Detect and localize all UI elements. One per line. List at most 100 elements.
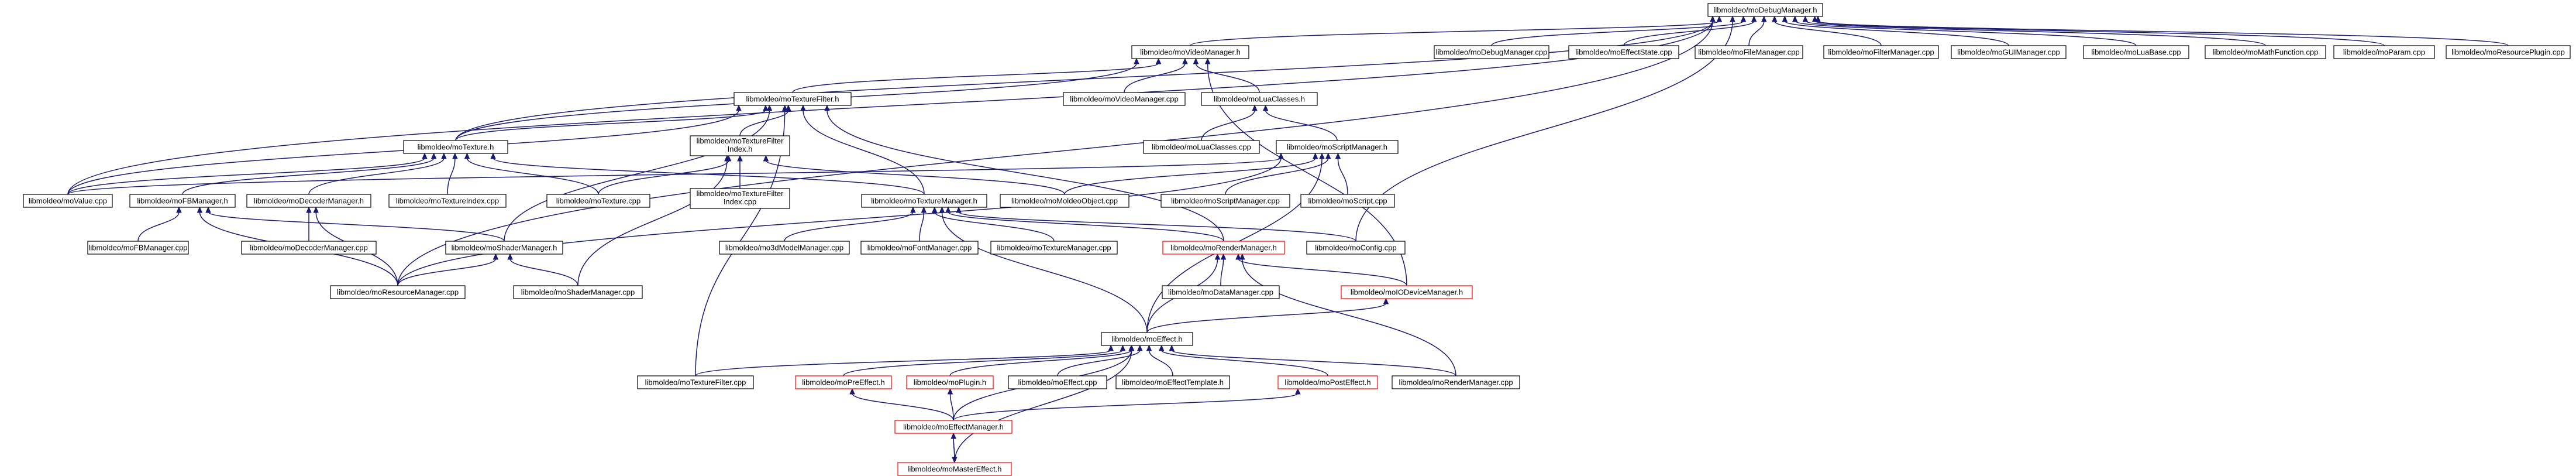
node-box[interactable] <box>513 285 643 299</box>
node-box[interactable] <box>1434 45 1549 59</box>
node-box[interactable] <box>906 375 994 389</box>
node-box[interactable] <box>241 241 377 255</box>
node-box[interactable] <box>1568 45 1679 59</box>
node-preeffect-h[interactable]: libmoldeo/moPreEffect.h <box>795 375 892 389</box>
node-video-cpp[interactable]: libmoldeo/moVideoManager.cpp <box>1063 92 1186 106</box>
node-texture-cpp[interactable]: libmoldeo/moTexture.cpp <box>546 194 650 208</box>
node-file-cpp[interactable]: libmoldeo/moFileManager.cpp <box>1695 45 1803 59</box>
node-box[interactable] <box>1000 194 1129 208</box>
node-box[interactable] <box>1201 92 1318 106</box>
node-texmgr-cpp[interactable]: libmoldeo/moTextureManager.cpp <box>990 241 1118 255</box>
node-box[interactable] <box>1063 92 1186 106</box>
node-box[interactable] <box>546 194 650 208</box>
node-script-cpp[interactable]: libmoldeo/moScriptManager.cpp <box>1160 194 1290 208</box>
node-effmgr-h[interactable]: libmoldeo/moEffectManager.h <box>894 420 1013 434</box>
node-3dmodel-cpp[interactable]: libmoldeo/mo3dModelManager.cpp <box>719 241 850 255</box>
node-box[interactable] <box>1695 45 1803 59</box>
node-box[interactable] <box>1277 375 1378 389</box>
node-font-cpp[interactable]: libmoldeo/moFontManager.cpp <box>860 241 979 255</box>
node-render-h[interactable]: libmoldeo/moRenderManager.h <box>1162 241 1285 255</box>
node-fb-cpp[interactable]: libmoldeo/moFBManager.cpp <box>87 241 189 255</box>
node-box[interactable] <box>1707 3 1823 17</box>
node-filter-cpp[interactable]: libmoldeo/moFilterManager.cpp <box>1823 45 1939 59</box>
node-box[interactable] <box>1392 375 1520 389</box>
node-render-cpp[interactable]: libmoldeo/moRenderManager.cpp <box>1392 375 1520 389</box>
node-box[interactable] <box>733 92 852 106</box>
node-gui-cpp[interactable]: libmoldeo/moGUIManager.cpp <box>1951 45 2067 59</box>
node-box[interactable] <box>129 194 236 208</box>
node-box[interactable] <box>2083 45 2189 59</box>
node-decoder-cpp[interactable]: libmoldeo/moDecoderManager.cpp <box>241 241 377 255</box>
node-posteffect-h[interactable]: libmoldeo/moPostEffect.h <box>1277 375 1378 389</box>
node-box[interactable] <box>1300 194 1395 208</box>
node-box[interactable] <box>23 194 113 208</box>
node-box[interactable] <box>690 188 790 209</box>
node-config-cpp[interactable]: libmoldeo/moConfig.cpp <box>1306 241 1406 255</box>
node-effect-cpp[interactable]: libmoldeo/moEffect.cpp <box>1008 375 1107 389</box>
node-box[interactable] <box>860 241 979 255</box>
node-video-h[interactable]: libmoldeo/moVideoManager.h <box>1131 45 1249 59</box>
node-box[interactable] <box>1101 332 1193 346</box>
node-box[interactable] <box>1131 45 1249 59</box>
node-efftemplate-h[interactable]: libmoldeo/moEffectTemplate.h <box>1115 375 1230 389</box>
node-shader-h[interactable]: libmoldeo/moShaderManager.h <box>445 241 563 255</box>
node-resplugin-cpp[interactable]: libmoldeo/moResourcePlugin.cpp <box>2446 45 2571 59</box>
node-master-h[interactable]: libmoldeo/moMasterEffect.h <box>897 462 1012 476</box>
node-box[interactable] <box>1162 241 1285 255</box>
node-luaclasses-h[interactable]: libmoldeo/moLuaClasses.h <box>1201 92 1318 106</box>
node-value-cpp[interactable]: libmoldeo/moValue.cpp <box>23 194 113 208</box>
node-box[interactable] <box>445 241 563 255</box>
node-box[interactable] <box>1306 241 1406 255</box>
node-texfilter-h[interactable]: libmoldeo/moTextureFilter.h <box>733 92 852 106</box>
node-param-cpp[interactable]: libmoldeo/moParam.cpp <box>2333 45 2435 59</box>
node-box[interactable] <box>403 140 508 154</box>
node-box[interactable] <box>795 375 892 389</box>
node-box[interactable] <box>2446 45 2571 59</box>
node-box[interactable] <box>637 375 754 389</box>
node-texindex-cpp[interactable]: libmoldeo/moTextureIndex.cpp <box>388 194 507 208</box>
node-luaclasses-cpp[interactable]: libmoldeo/moLuaClasses.cpp <box>1143 140 1260 154</box>
node-shader-cpp[interactable]: libmoldeo/moShaderManager.cpp <box>513 285 643 299</box>
node-effect-h[interactable]: libmoldeo/moEffect.h <box>1101 332 1193 346</box>
node-decoder-h[interactable]: libmoldeo/moDecoderManager.h <box>246 194 371 208</box>
node-box[interactable] <box>1008 375 1107 389</box>
node-box[interactable] <box>246 194 371 208</box>
node-debug-cpp[interactable]: libmoldeo/moDebugManager.cpp <box>1434 45 1549 59</box>
node-plugin-h[interactable]: libmoldeo/moPlugin.h <box>906 375 994 389</box>
node-box[interactable] <box>1823 45 1939 59</box>
node-fb-h[interactable]: libmoldeo/moFBManager.h <box>129 194 236 208</box>
node-texmgr-h[interactable]: libmoldeo/moTextureManager.h <box>861 194 987 208</box>
node-iodevice-h[interactable]: libmoldeo/moIODeviceManager.h <box>1341 285 1473 299</box>
node-box[interactable] <box>690 135 790 156</box>
node-box[interactable] <box>388 194 507 208</box>
node-debug-h[interactable]: libmoldeo/moDebugManager.h <box>1707 3 1823 17</box>
node-box[interactable] <box>1160 194 1290 208</box>
node-box[interactable] <box>87 241 189 255</box>
node-datamgr-cpp[interactable]: libmoldeo/moDataManager.cpp <box>1162 285 1280 299</box>
node-box[interactable] <box>1276 140 1399 154</box>
node-effectstate-cpp[interactable]: libmoldeo/moEffectState.cpp <box>1568 45 1679 59</box>
node-box[interactable] <box>894 420 1013 434</box>
node-box[interactable] <box>1162 285 1280 299</box>
node-box[interactable] <box>719 241 850 255</box>
node-box[interactable] <box>990 241 1118 255</box>
node-moldeoobj-cpp[interactable]: libmoldeo/moMoldeoObject.cpp <box>1000 194 1129 208</box>
node-box[interactable] <box>2205 45 2326 59</box>
node-box[interactable] <box>2333 45 2435 59</box>
node-mscript-cpp[interactable]: libmoldeo/moScript.cpp <box>1300 194 1395 208</box>
node-texfilter-cpp[interactable]: libmoldeo/moTextureFilter.cpp <box>637 375 754 389</box>
node-box[interactable] <box>1341 285 1473 299</box>
node-script-h[interactable]: libmoldeo/moScriptManager.h <box>1276 140 1399 154</box>
node-box[interactable] <box>1143 140 1260 154</box>
node-box[interactable] <box>897 462 1012 476</box>
node-mathfunc-cpp[interactable]: libmoldeo/moMathFunction.cpp <box>2205 45 2326 59</box>
node-box[interactable] <box>1115 375 1230 389</box>
node-resource-cpp[interactable]: libmoldeo/moResourceManager.cpp <box>330 285 466 299</box>
node-box[interactable] <box>861 194 987 208</box>
node-box[interactable] <box>1951 45 2067 59</box>
node-texture-h[interactable]: libmoldeo/moTexture.h <box>403 140 508 154</box>
node-box[interactable] <box>330 285 466 299</box>
node-luabase-cpp[interactable]: libmoldeo/moLuaBase.cpp <box>2083 45 2189 59</box>
